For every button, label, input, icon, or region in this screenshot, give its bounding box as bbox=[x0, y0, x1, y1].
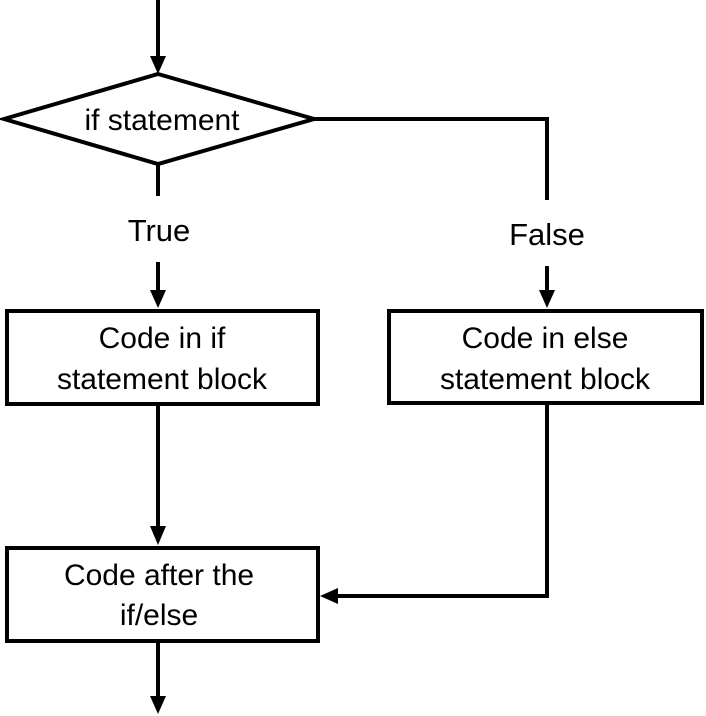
if-to-after-arrowhead bbox=[150, 526, 166, 545]
after-block-box bbox=[5, 546, 320, 643]
else-block-box bbox=[387, 309, 704, 405]
false-label: False bbox=[509, 217, 585, 252]
if-block-line1: Code in if bbox=[99, 322, 226, 355]
else-block-line2: statement block bbox=[440, 363, 651, 396]
after-block-line2: if/else bbox=[120, 599, 198, 632]
decision-label: if statement bbox=[84, 104, 240, 137]
else-block-line1: Code in else bbox=[462, 322, 629, 355]
false-arrowhead bbox=[539, 290, 555, 308]
entry-arrowhead bbox=[150, 56, 166, 74]
else-to-after-arrowhead bbox=[320, 588, 338, 604]
if-block-line2: statement block bbox=[57, 363, 268, 396]
else-to-after-line bbox=[336, 403, 549, 598]
exit-arrowhead bbox=[150, 696, 166, 714]
false-branch-line bbox=[314, 117, 549, 200]
if-block-box bbox=[5, 309, 320, 406]
true-label: True bbox=[128, 213, 191, 248]
true-arrowhead bbox=[150, 290, 166, 308]
after-block-line1: Code after the bbox=[64, 559, 254, 592]
